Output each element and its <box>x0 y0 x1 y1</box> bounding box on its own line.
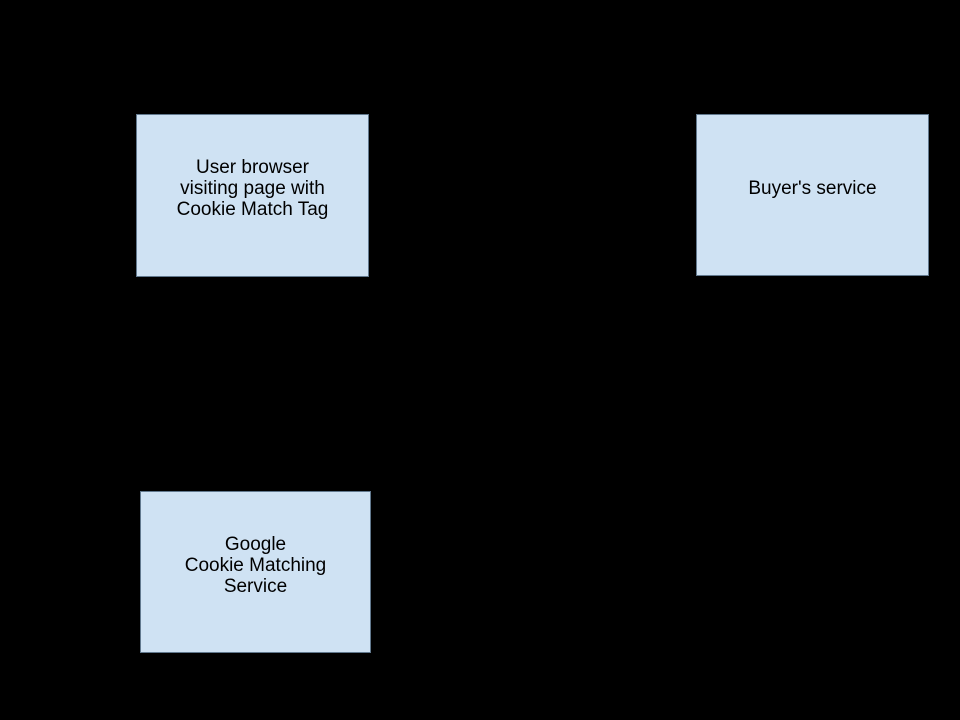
node-user-browser: User browser visiting page with Cookie M… <box>136 114 369 277</box>
node-google-cookie-matching-service: Google Cookie Matching Service <box>140 491 371 653</box>
node-google-cookie-matching-service-label: Google Cookie Matching Service <box>184 533 327 597</box>
node-buyers-service-label: Buyer's service <box>748 177 877 199</box>
node-user-browser-label: User browser visiting page with Cookie M… <box>176 157 329 220</box>
node-buyers-service: Buyer's service <box>696 114 929 276</box>
